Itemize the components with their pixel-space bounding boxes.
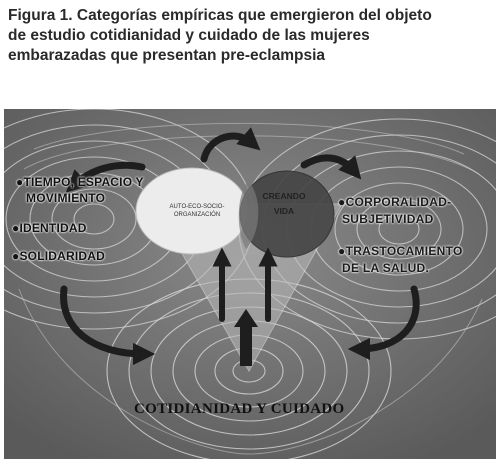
- label-creando-line2: VIDA: [273, 206, 295, 216]
- label-auto-line2: ORGANIZACIÓN: [173, 212, 221, 218]
- arrow-left-down: [60, 285, 156, 366]
- label-identidad-text: IDENTIDAD: [19, 221, 87, 235]
- label-corporalidad-line1: CORPORALIDAD-: [345, 195, 452, 209]
- label-trastocamiento: ●TRASTOCAMIENTO: [338, 244, 463, 258]
- diagram-figure: ●TIEMPO, ESPACIO Y MOVIMIENTO ●IDENTIDAD…: [4, 109, 496, 459]
- label-creando-vida: CREANDO VIDA: [254, 189, 314, 219]
- bullet-icon: ●: [16, 175, 24, 189]
- curved-arrows: [60, 127, 420, 366]
- arrow-to-right-labels: [300, 154, 362, 180]
- central-up-arrow: [234, 309, 258, 366]
- label-solidaridad: ●SOLIDARIDAD: [12, 249, 105, 263]
- label-creando-line1: CREANDO: [262, 191, 306, 201]
- funnel-arrows: [212, 247, 278, 322]
- bullet-icon: ●: [338, 244, 346, 258]
- circles-overlap: [238, 181, 259, 249]
- arrow-right-down: [347, 285, 420, 361]
- figure-caption: Figura 1. Categorías empíricas que emerg…: [8, 6, 488, 66]
- diagram-graphics: [4, 109, 496, 459]
- label-auto-line1: AUTO-ECO-SOCIO-: [169, 204, 225, 210]
- label-auto-eco-socio: AUTO-ECO-SOCIO- ORGANIZACIÓN: [157, 203, 237, 219]
- bullet-icon: ●: [338, 195, 346, 209]
- caption-line-3: embarazadas que presentan pre-eclampsia: [8, 47, 326, 64]
- caption-line-1: Figura 1. Categorías empíricas que emerg…: [8, 7, 432, 24]
- label-identidad: ●IDENTIDAD: [12, 221, 87, 235]
- arrow-to-left-labels: [65, 161, 146, 193]
- label-tiempo-espacio: ●TIEMPO, ESPACIO Y: [16, 175, 144, 189]
- label-tiempo-line1: TIEMPO, ESPACIO Y: [23, 175, 144, 189]
- arrow-top: [200, 127, 261, 163]
- label-movimiento: MOVIMIENTO: [26, 191, 106, 205]
- label-subjetividad: SUBJETIVIDAD: [342, 212, 434, 226]
- caption-line-2: de estudio cotidianidad y cuidado de las…: [8, 27, 370, 44]
- bullet-icon: ●: [12, 249, 20, 263]
- bullet-icon: ●: [12, 221, 20, 235]
- label-solidaridad-text: SOLIDARIDAD: [19, 249, 105, 263]
- label-trastocamiento-line1: TRASTOCAMIENTO: [345, 244, 463, 258]
- label-corporalidad: ●CORPORALIDAD-: [338, 195, 451, 209]
- label-de-la-salud: DE LA SALUD.: [342, 261, 430, 275]
- diagram-bottom-title: COTIDIANIDAD Y CUIDADO: [134, 401, 345, 417]
